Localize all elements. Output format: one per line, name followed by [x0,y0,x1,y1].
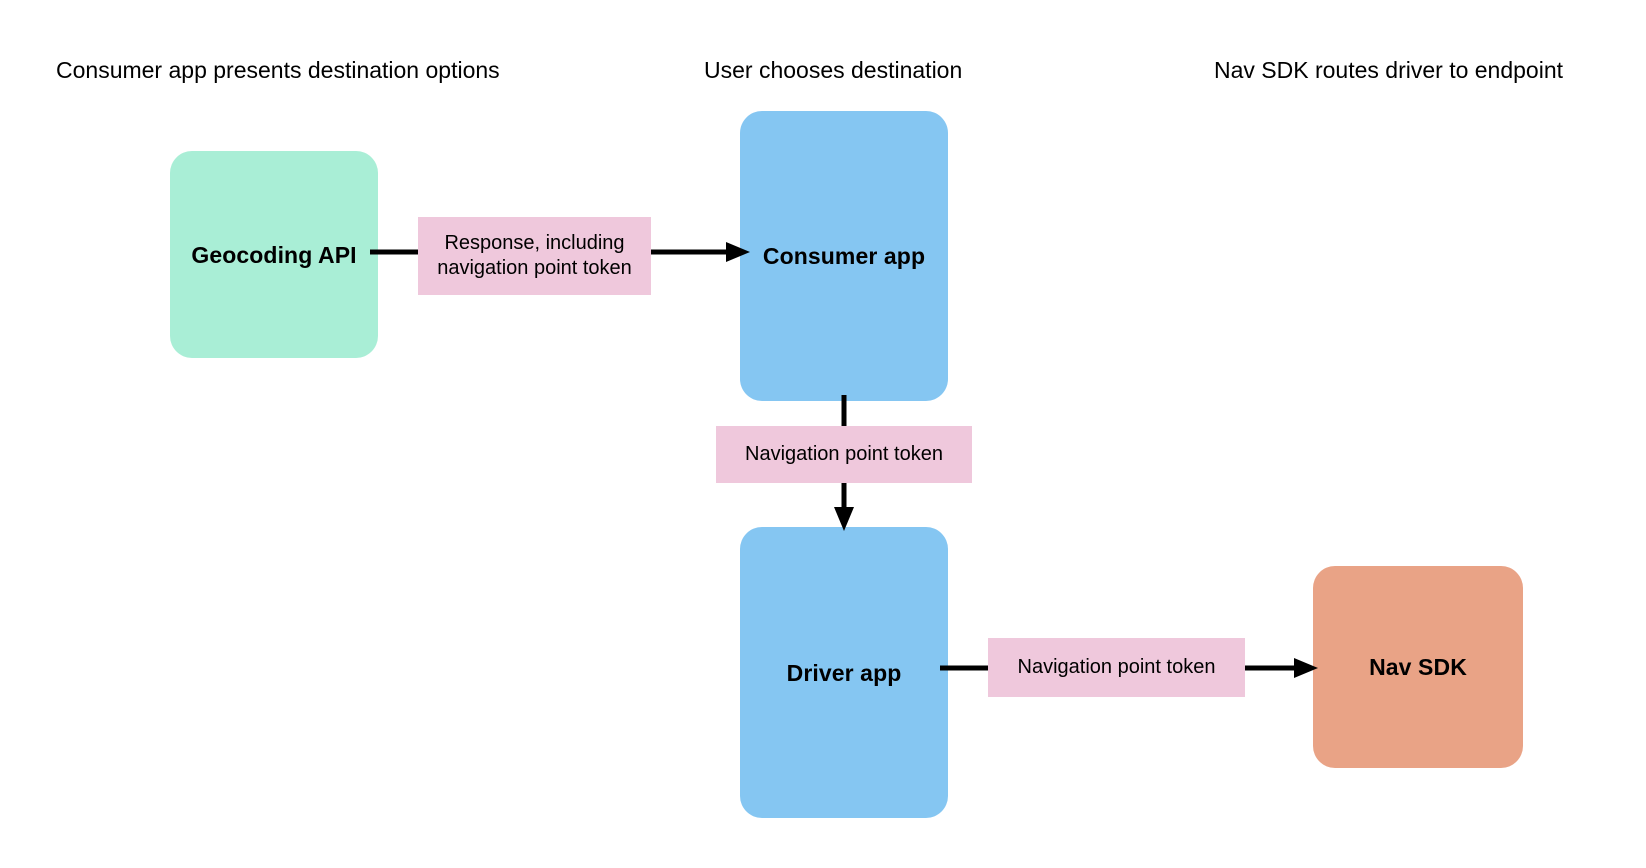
edge-label-navigation-point-token-horizontal: Navigation point token [988,638,1245,697]
edge-label-token-horizontal-text: Navigation point token [1017,656,1216,678]
node-driver-app[interactable]: Driver app [740,527,948,818]
node-geocoding-api-label: Geocoding API [191,241,357,268]
node-nav-sdk[interactable]: Nav SDK [1313,566,1523,768]
edge-label-navigation-point-token-vertical: Navigation point token [716,426,972,483]
column-caption-nav-sdk-routes-driver: Nav SDK routes driver to endpoint [1214,57,1564,83]
node-nav-sdk-label: Nav SDK [1369,654,1467,680]
edge-label-token-vertical-text: Navigation point token [745,443,943,465]
column-caption-consumer-app-presents: Consumer app presents destination option… [56,57,500,83]
node-driver-app-label: Driver app [786,659,902,686]
node-geocoding-api[interactable]: Geocoding API [170,151,378,358]
edge-label-response-including-navigation-point-token: Response, including navigation point tok… [418,217,651,295]
node-consumer-app[interactable]: Consumer app [740,111,948,401]
column-caption-user-chooses-destination: User chooses destination [704,57,963,83]
edge-label-response-text: Response, including navigation point tok… [437,232,632,279]
node-consumer-app-label: Consumer app [762,243,926,269]
